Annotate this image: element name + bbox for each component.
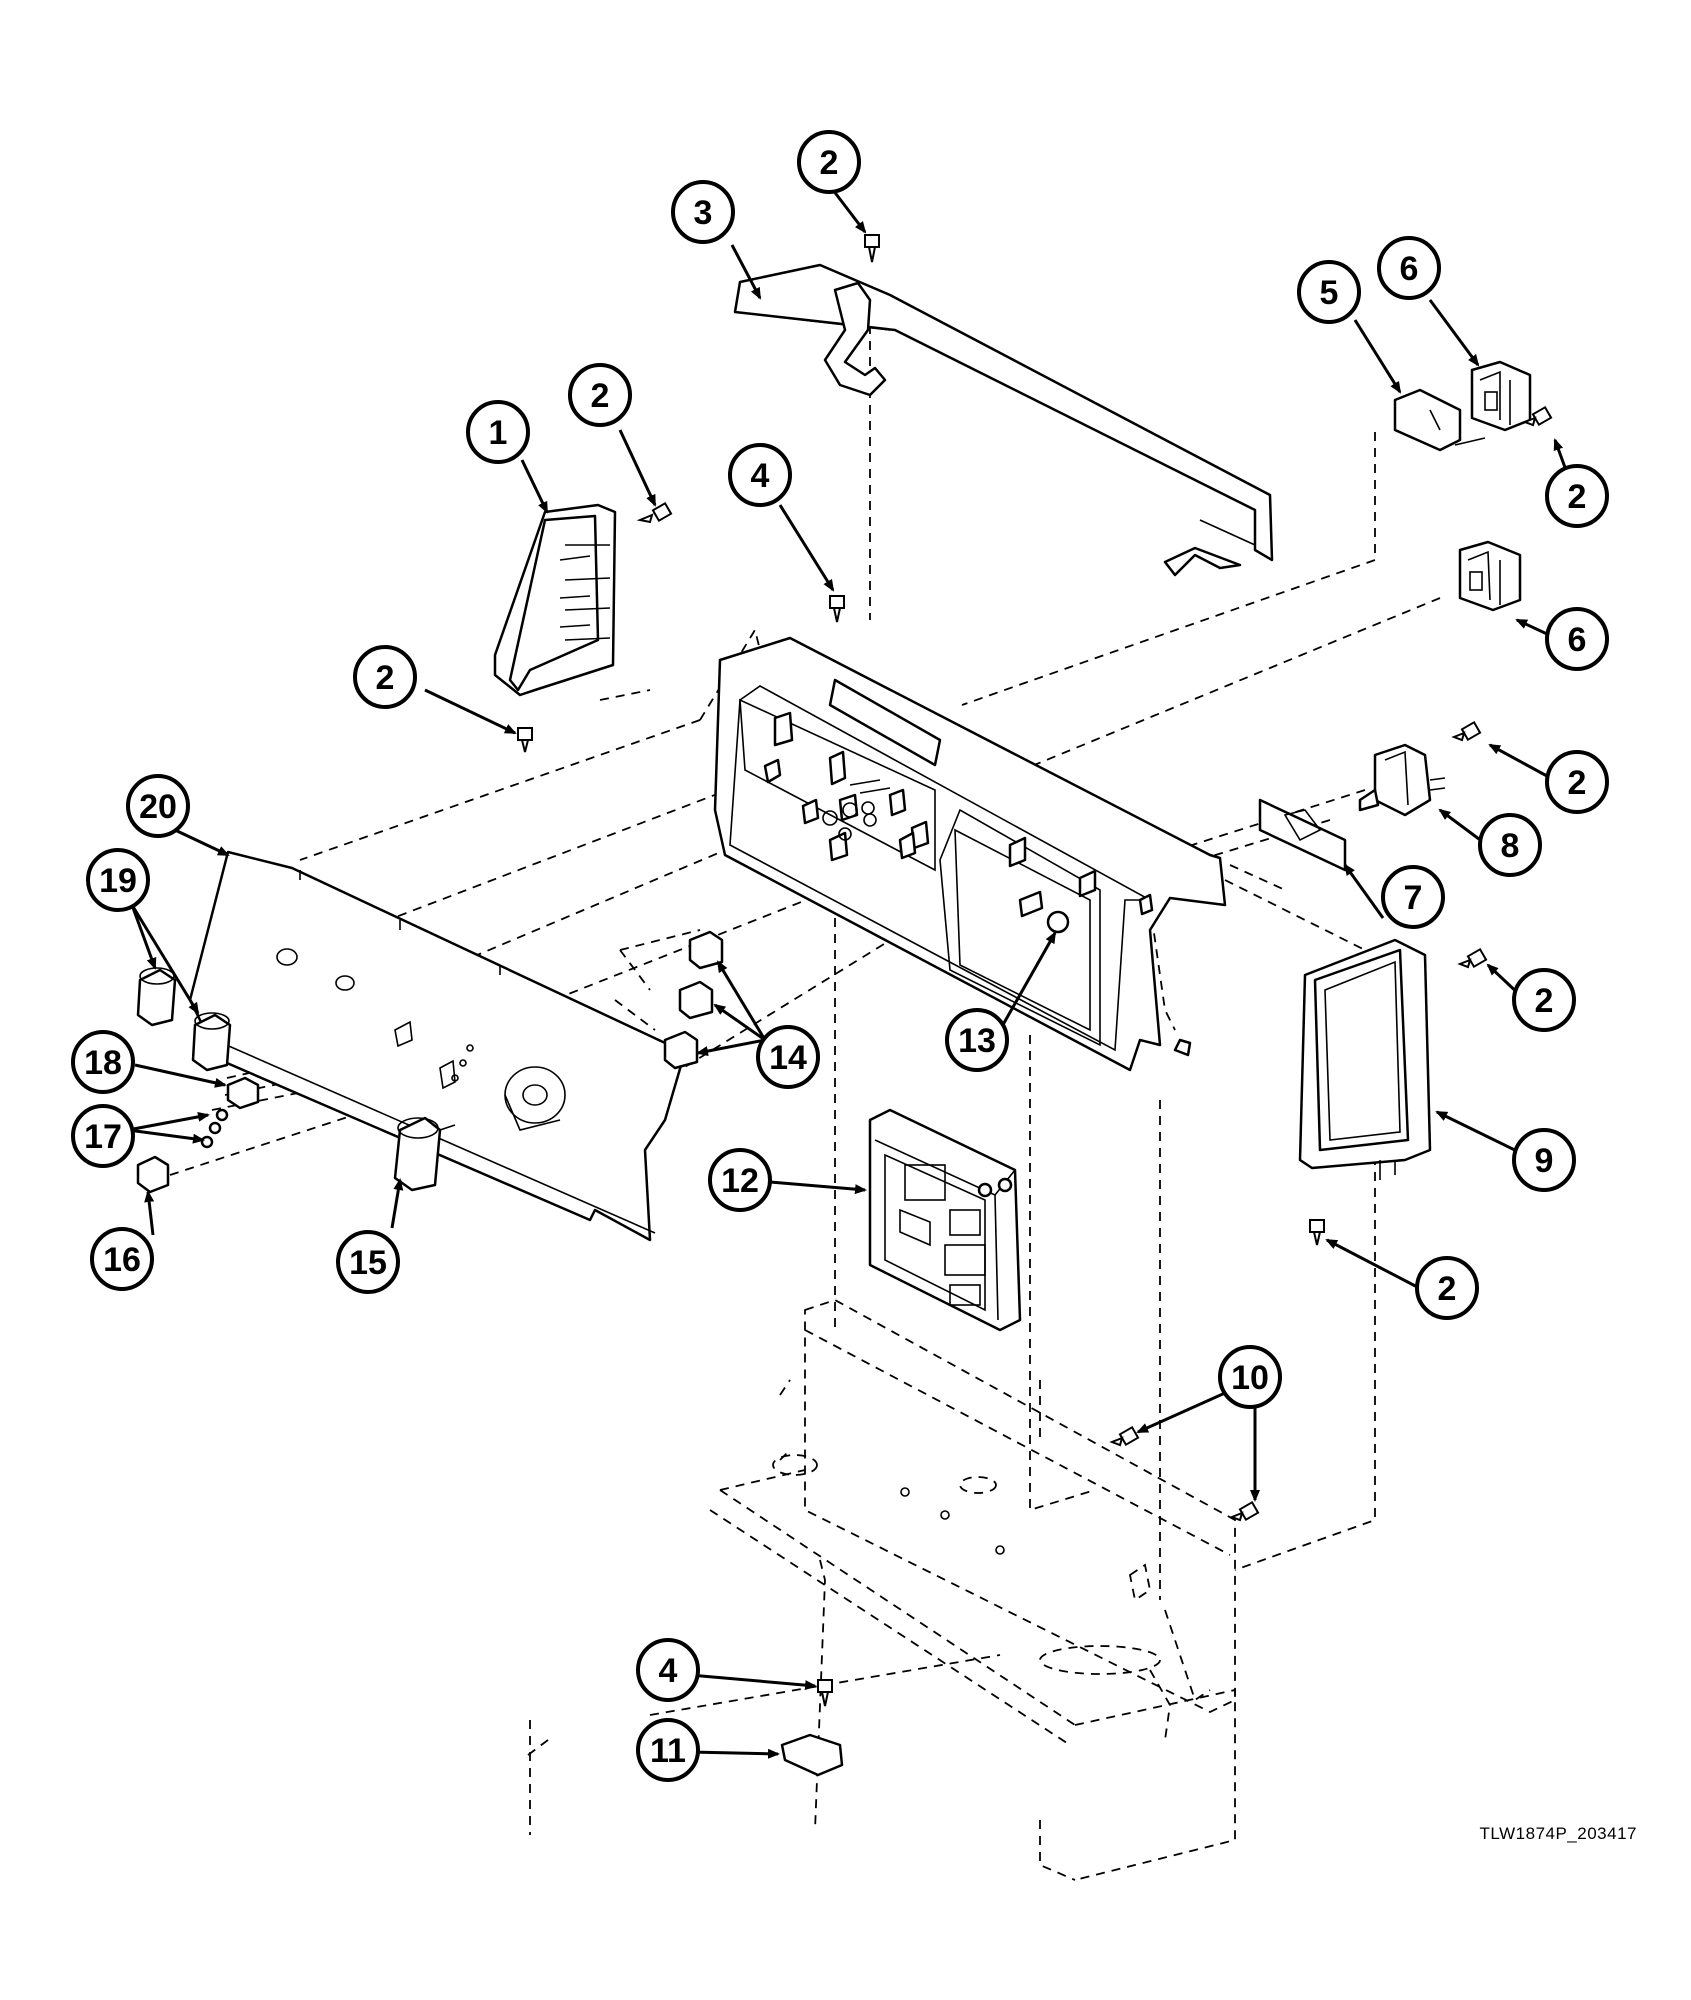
callout-18: 18 — [71, 1030, 135, 1094]
callout-2-switch: 2 — [1545, 750, 1609, 814]
callout-12: 12 — [708, 1148, 772, 1212]
svg-text:6: 6 — [1568, 621, 1587, 659]
part-6-switch-upper — [1470, 360, 1532, 432]
screw-clip — [817, 1679, 833, 1707]
screw-console-top — [829, 595, 845, 623]
svg-text:2: 2 — [1535, 982, 1554, 1020]
svg-text:8: 8 — [1501, 827, 1520, 865]
callout-11: 11 — [636, 1718, 700, 1782]
screw-left-cap-top — [636, 501, 673, 524]
part-19-knob-upper — [136, 967, 177, 1027]
part-6-switch-lower — [1458, 540, 1522, 612]
callout-2-right-cap-top: 2 — [1512, 968, 1576, 1032]
part-1-left-end-cap — [493, 503, 617, 697]
part-7-plate — [1258, 798, 1347, 872]
callout-6-lower: 6 — [1545, 607, 1609, 671]
screw-base-b — [1229, 1500, 1260, 1522]
callout-7: 7 — [1381, 865, 1445, 929]
part-8-switch — [1358, 743, 1446, 817]
svg-text:6: 6 — [1400, 250, 1419, 288]
svg-text:2: 2 — [376, 659, 395, 697]
svg-text:2: 2 — [591, 377, 610, 415]
callout-16: 16 — [90, 1227, 154, 1291]
svg-text:2: 2 — [1568, 764, 1587, 802]
callout-2-bracket: 2 — [1545, 464, 1609, 528]
svg-text:12: 12 — [721, 1162, 759, 1200]
base-cabinet-reference — [709, 1299, 1236, 1881]
callout-19: 19 — [86, 848, 150, 912]
screw-top-cover — [864, 234, 880, 263]
svg-text:4: 4 — [659, 1652, 678, 1690]
svg-text:19: 19 — [99, 862, 137, 900]
callout-5: 5 — [1297, 260, 1361, 324]
svg-text:4: 4 — [751, 457, 770, 495]
callout-2-left-cap-top: 2 — [568, 363, 632, 427]
part-17-lamps — [200, 1108, 229, 1149]
callout-8: 8 — [1478, 813, 1542, 877]
callouts: 1 2 2 2 2 2 2 2 3 4 4 5 6 6 7 8 9 10 11 … — [71, 130, 1609, 1782]
callout-14: 14 — [756, 1025, 820, 1089]
callout-2-right-cap-bottom: 2 — [1415, 1256, 1479, 1320]
callout-15: 15 — [336, 1230, 400, 1294]
svg-text:7: 7 — [1404, 879, 1423, 917]
part-18-switch — [226, 1076, 260, 1110]
screw-right-cap-bottom — [1309, 1219, 1325, 1246]
screw-left-cap-bottom — [517, 727, 533, 753]
callout-6-upper: 6 — [1377, 236, 1441, 300]
callout-2-top-cover: 2 — [797, 130, 861, 194]
screw-base-a — [1109, 1425, 1140, 1447]
svg-text:14: 14 — [769, 1039, 807, 1077]
part-9-right-end-cap — [1298, 938, 1432, 1180]
part-12-control-board — [868, 1108, 1022, 1332]
svg-text:20: 20 — [139, 788, 177, 826]
svg-text:2: 2 — [820, 144, 839, 182]
callout-10: 10 — [1218, 1345, 1282, 1409]
callout-17: 17 — [71, 1104, 135, 1168]
svg-text:2: 2 — [1568, 478, 1587, 516]
svg-text:9: 9 — [1535, 1142, 1554, 1180]
part-19-knob-lower — [191, 1012, 232, 1072]
svg-text:18: 18 — [84, 1044, 122, 1082]
svg-text:11: 11 — [650, 1732, 686, 1770]
svg-text:15: 15 — [349, 1244, 387, 1282]
svg-text:3: 3 — [694, 194, 713, 232]
callout-9: 9 — [1512, 1128, 1576, 1192]
part-14-switches — [663, 930, 724, 1070]
figure-code: TLW1874P_203417 — [1479, 1824, 1637, 1843]
callout-4-base: 4 — [636, 1638, 700, 1702]
callout-4-console: 4 — [728, 443, 792, 507]
part-16-switch — [136, 1155, 170, 1194]
part-5-bracket — [1393, 388, 1486, 452]
callout-13: 13 — [945, 1008, 1009, 1072]
screws — [517, 234, 1553, 1707]
screw-switch — [1451, 720, 1482, 742]
part-13-console — [713, 636, 1227, 1072]
part-11-clip — [780, 1733, 844, 1777]
svg-text:5: 5 — [1320, 274, 1339, 312]
callout-3: 3 — [671, 180, 735, 244]
svg-text:1: 1 — [489, 414, 508, 452]
callout-2-left-cap-bottom: 2 — [353, 645, 417, 709]
part-3-top-cover — [733, 263, 1274, 577]
screw-right-cap-top — [1457, 947, 1488, 969]
svg-text:17: 17 — [84, 1118, 122, 1156]
callout-20: 20 — [126, 774, 190, 838]
screw-bracket — [1522, 405, 1553, 427]
callout-1: 1 — [466, 400, 530, 464]
part-15-knob — [393, 1116, 456, 1192]
svg-text:16: 16 — [103, 1241, 141, 1279]
svg-text:2: 2 — [1438, 1270, 1457, 1308]
svg-text:13: 13 — [958, 1022, 996, 1060]
svg-text:10: 10 — [1231, 1359, 1269, 1397]
